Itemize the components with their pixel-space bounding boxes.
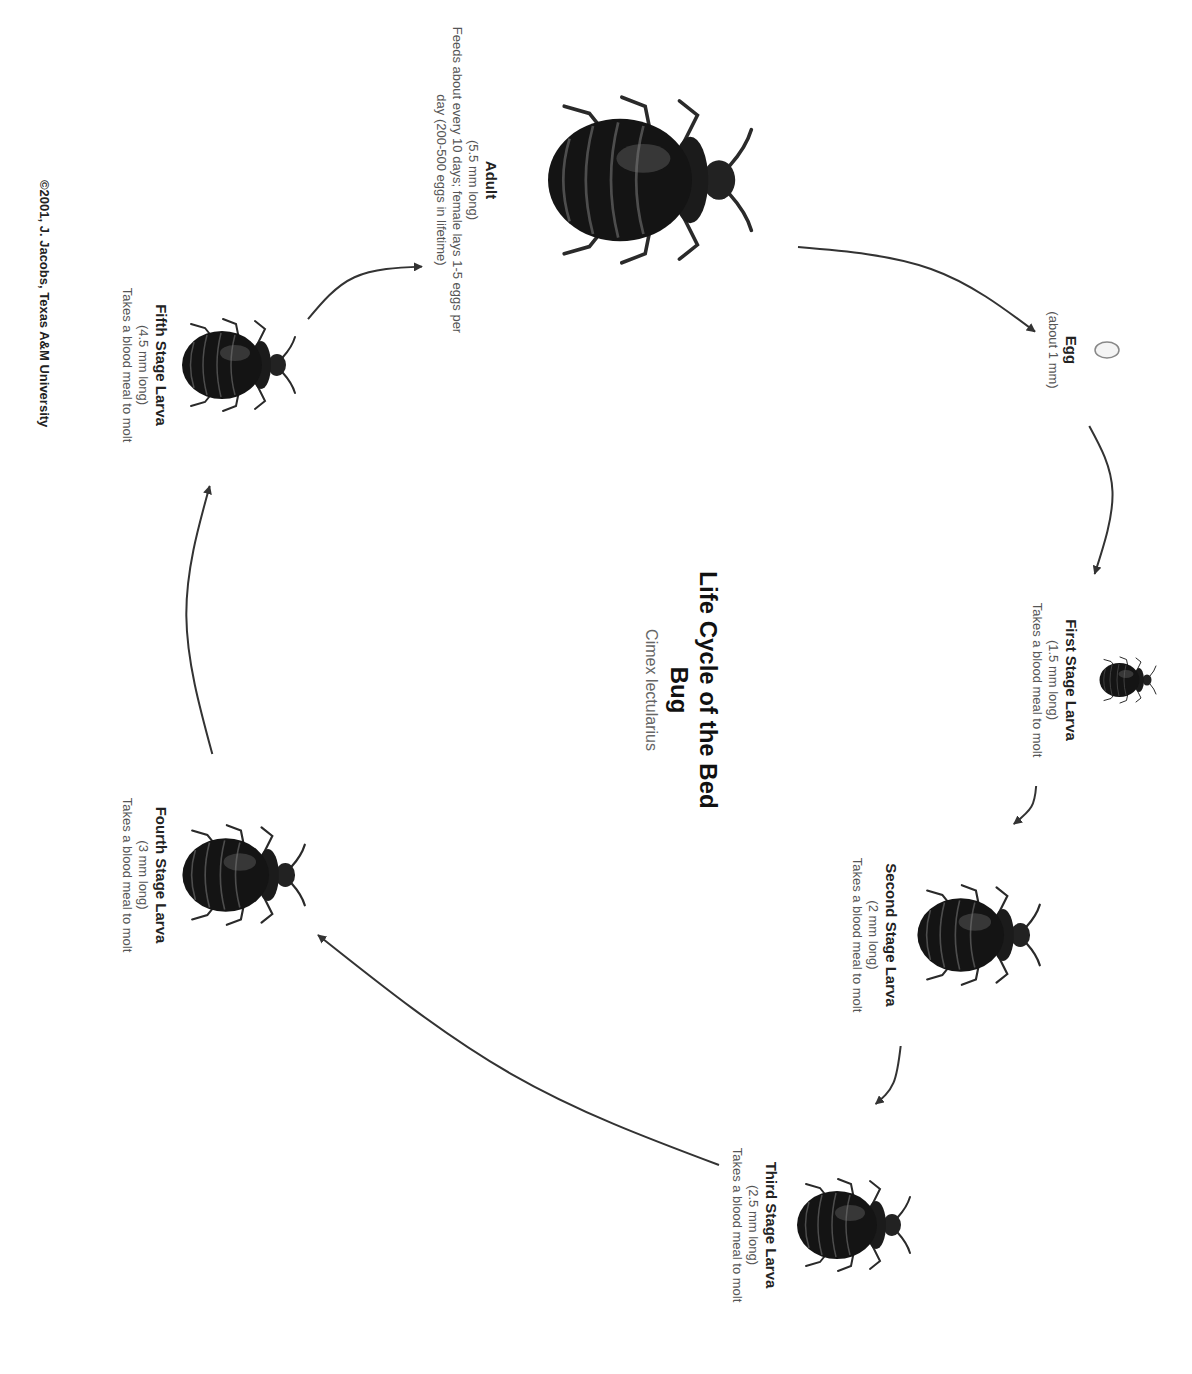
picture-space bbox=[900, 836, 1050, 1034]
cycle-arrow bbox=[308, 267, 422, 320]
stage-note: Takes a blood meal to molt bbox=[119, 256, 135, 474]
stage-note: Takes a blood meal to molt bbox=[1029, 586, 1045, 774]
stage-node: Adult(5.5 mm long)Feeds about every 10 d… bbox=[429, 20, 793, 340]
picture-space bbox=[170, 256, 300, 474]
picture-space bbox=[780, 1116, 920, 1334]
stage-heading: Third Stage Larva bbox=[761, 1116, 780, 1334]
bed-bug-illustration bbox=[548, 97, 751, 263]
bed-bug-illustration bbox=[917, 885, 1039, 985]
bed-bug-illustration bbox=[182, 825, 304, 925]
species-name: Cimex lectularius bbox=[642, 565, 660, 815]
bed-bug-illustration bbox=[797, 1179, 910, 1271]
stage-heading: Fourth Stage Larva bbox=[151, 766, 170, 984]
cycle-arrow bbox=[186, 486, 212, 754]
stage-node: Fourth Stage Larva(3 mm long)Takes a blo… bbox=[115, 760, 312, 990]
bed-bug-illustration bbox=[182, 319, 295, 411]
stage-size: (4.5 mm long) bbox=[135, 256, 151, 474]
stage-node: Second Stage Larva(2 mm long)Takes a blo… bbox=[845, 830, 1052, 1040]
picture-space bbox=[1080, 586, 1170, 774]
stage-note: Takes a blood meal to molt bbox=[849, 836, 865, 1034]
diagram-title: Life Cycle of the Bed Bug bbox=[664, 565, 722, 815]
stage-size: (2 mm long) bbox=[865, 836, 881, 1034]
stage-heading: Second Stage Larva bbox=[881, 836, 900, 1034]
stage-size: (1.5 mm long) bbox=[1045, 586, 1061, 774]
stage-note: Feeds about every 10 days; female lays 1… bbox=[433, 26, 466, 334]
stage-node: Third Stage Larva(2.5 mm long)Takes a bl… bbox=[725, 1110, 922, 1340]
stage-node: Fifth Stage Larva(4.5 mm long)Takes a bl… bbox=[115, 250, 302, 480]
stage-heading: First Stage Larva bbox=[1061, 586, 1080, 774]
picture-space bbox=[1080, 286, 1130, 414]
bed-bug-illustration bbox=[1100, 657, 1157, 703]
stage-size: (about 1 mm) bbox=[1045, 286, 1061, 414]
cycle-arrow bbox=[876, 1046, 901, 1104]
cycle-arrow bbox=[318, 935, 719, 1165]
cycle-arrow bbox=[1089, 426, 1112, 574]
copyright-note: ©2001, J. Jacobs, Texas A&M University bbox=[37, 180, 52, 740]
stage-size: (2.5 mm long) bbox=[745, 1116, 761, 1334]
picture-space bbox=[500, 26, 790, 334]
stage-note: Takes a blood meal to molt bbox=[119, 766, 135, 984]
stage-node: First Stage Larva(1.5 mm long)Takes a bl… bbox=[1025, 580, 1172, 780]
stage-heading: Egg bbox=[1061, 286, 1080, 414]
stage-size: (5.5 mm long) bbox=[465, 26, 481, 334]
title-block: Life Cycle of the Bed BugCimex lectulari… bbox=[642, 565, 722, 815]
stage-size: (3 mm long) bbox=[135, 766, 151, 984]
stage-note: Takes a blood meal to molt bbox=[729, 1116, 745, 1334]
cycle-arrow bbox=[1014, 786, 1036, 824]
cycle-arrow bbox=[798, 247, 1035, 332]
stage-heading: Adult bbox=[481, 26, 500, 334]
picture-space bbox=[170, 766, 310, 984]
egg-illustration bbox=[1095, 342, 1119, 358]
stage-heading: Fifth Stage Larva bbox=[151, 256, 170, 474]
stage-node: Egg(about 1 mm) bbox=[1041, 280, 1132, 420]
